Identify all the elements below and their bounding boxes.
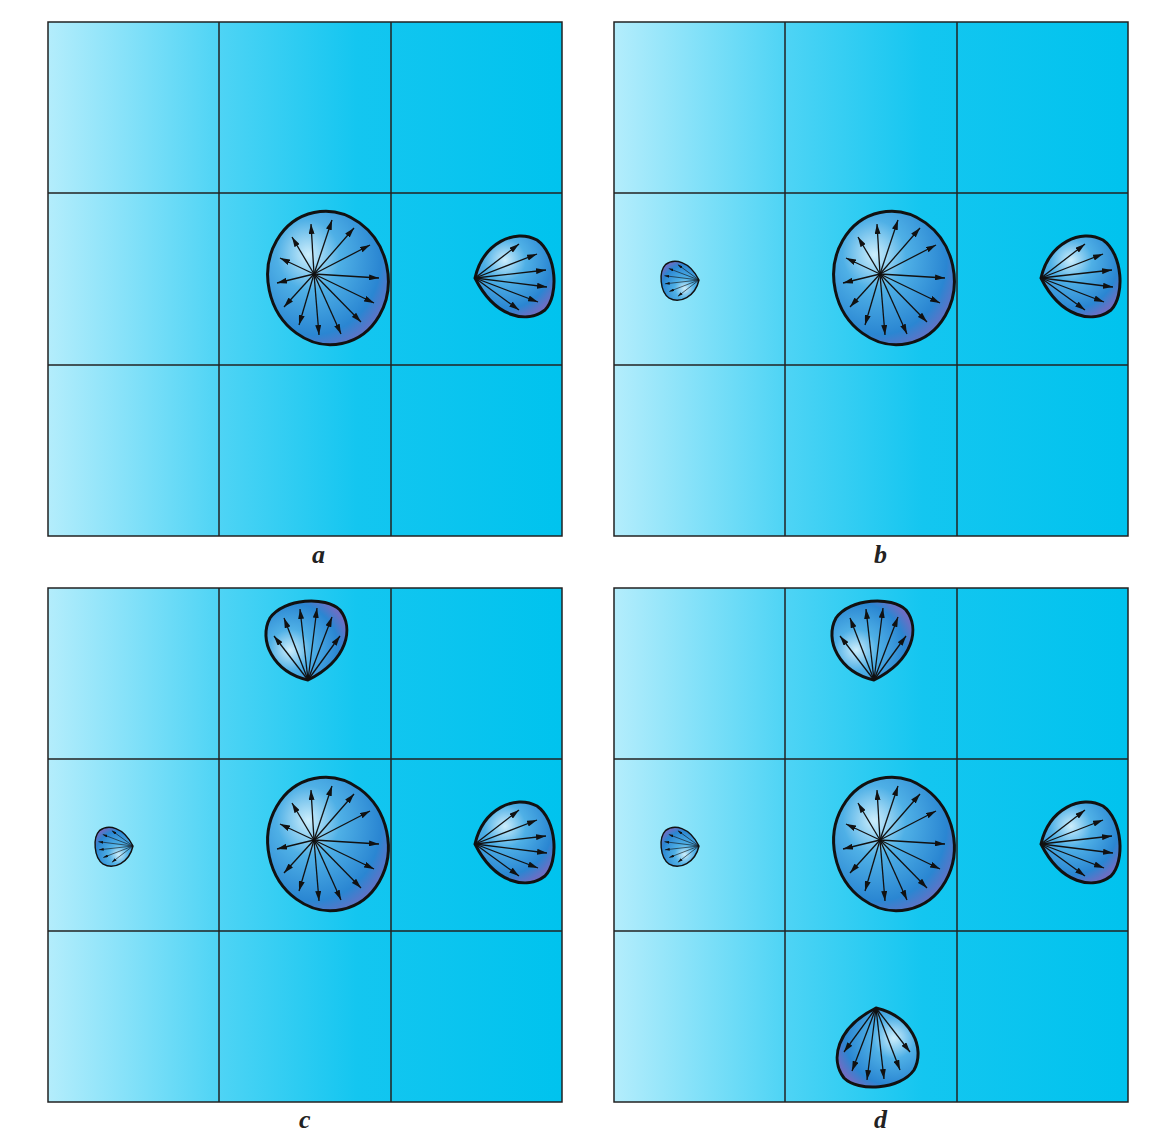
panel-label: b (874, 542, 887, 568)
panel-label: c (299, 1107, 311, 1133)
panel-label: a (312, 542, 325, 568)
panel-label: d (874, 1107, 887, 1133)
